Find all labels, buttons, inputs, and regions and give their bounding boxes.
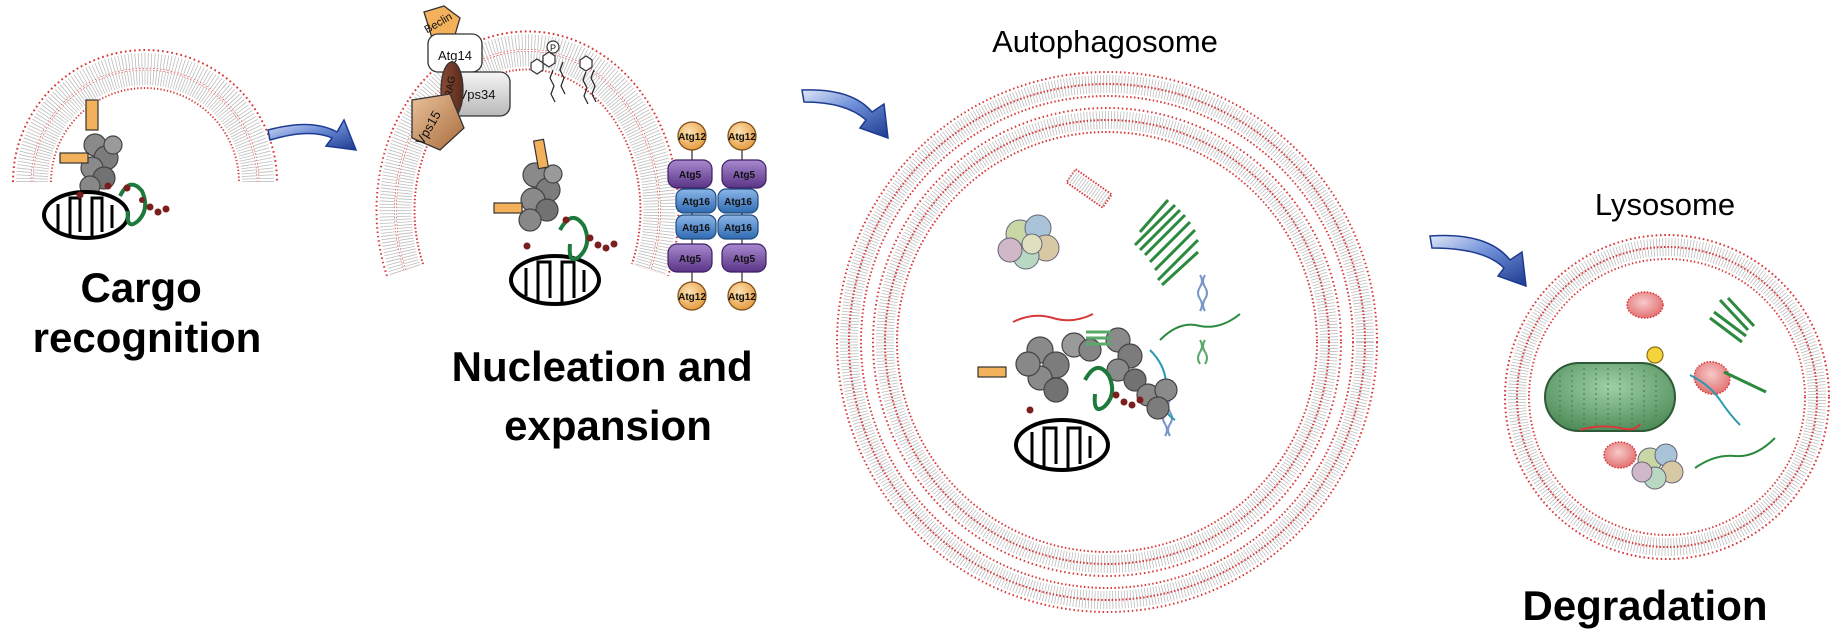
arrow-cargo-to-nucleation [267,118,358,151]
atg5-label: Atg5 [733,254,756,265]
atg12-label: Atg12 [728,132,756,143]
membrane-fragment [1065,167,1114,209]
lysosome: Lysosome [1504,187,1830,629]
rna-strand [1689,374,1741,426]
cargo-recognition-stage: Cargo recognition [12,49,278,361]
autophagosome-label: Autophagosome [992,24,1218,59]
lysosome-label: Lysosome [1595,187,1735,222]
autophagosome: Autophagosome [836,24,1378,613]
degradation-label: Degradation [1522,582,1767,629]
vps34-label: Vps34 [459,87,496,102]
bacterium-icon [1544,362,1676,432]
ubiquitin-chain [523,216,618,261]
ubiquitin-chain [76,182,170,227]
autophagy-receptor [79,133,123,197]
mitochondrion [509,254,601,306]
phagophore-membrane [12,49,278,183]
atg16-label: Atg16 [682,197,710,208]
fibril-segment [1197,339,1208,365]
atg5-label: Atg5 [679,254,702,265]
autophagy-receptor [518,162,563,232]
lipid-anchor [493,138,550,214]
vesicle-icon [1626,291,1664,319]
dna-helix [1197,274,1208,312]
lipid-anchor [977,330,1112,378]
nucleation-expansion-label: Nucleation and expansion [452,343,765,449]
atg16-label: Atg16 [724,223,752,234]
fibril-bundle [1709,296,1767,394]
small-vesicle-yellow [1646,346,1664,364]
protein-aggregate-icon [1631,443,1684,490]
nucleation-stage: Beclin Atg14 Vps34 UVRAG Vps15 P [375,5,767,449]
atg12-label: Atg12 [728,292,756,303]
rna-strand [1579,423,1641,431]
rna-strand [1012,313,1094,323]
atg12-label: Atg12 [678,292,706,303]
vesicle-icon [1603,441,1637,469]
atg-conjugate-left: Atg12 Atg5 Atg16 Atg16 Atg5 Atg12 [667,121,717,311]
atg-conjugate-right: Atg12 Atg5 Atg16 Atg16 Atg5 Atg12 [717,121,767,311]
fibril-bundle [1133,199,1200,287]
lysosome-membrane [1504,234,1830,560]
mitochondrion [1014,418,1110,472]
rna-strand [1694,437,1776,469]
mitochondrion [42,190,130,240]
lipid-anchor [59,99,99,164]
atg5-label: Atg5 [733,170,756,181]
atg5-label: Atg5 [679,170,702,181]
atg14-label: Atg14 [438,48,472,63]
phosphate-label: P [550,43,556,53]
arrow-autophagosome-to-lysosome [1429,234,1527,288]
atg16-label: Atg16 [724,197,752,208]
protein-aggregate-icon [997,214,1060,270]
atg12-label: Atg12 [678,132,706,143]
ubiquitin-chain [1026,366,1144,414]
autophagosome-inner-membrane [872,107,1342,577]
autophagy-receptor [1015,327,1178,420]
arrow-nucleation-to-autophagosome [801,89,889,140]
vesicle-icon [1693,361,1731,395]
phagophore-membrane-expanding [375,30,680,277]
cargo-recognition-label: Cargo recognition [33,264,262,361]
pi3p-lipid: P [530,40,597,105]
autophagosome-outer-membrane [836,71,1378,613]
rna-strand [1159,313,1241,341]
atg16-label: Atg16 [682,223,710,234]
pi3k-complex: Beclin Atg14 Vps34 UVRAG Vps15 P [411,5,597,151]
